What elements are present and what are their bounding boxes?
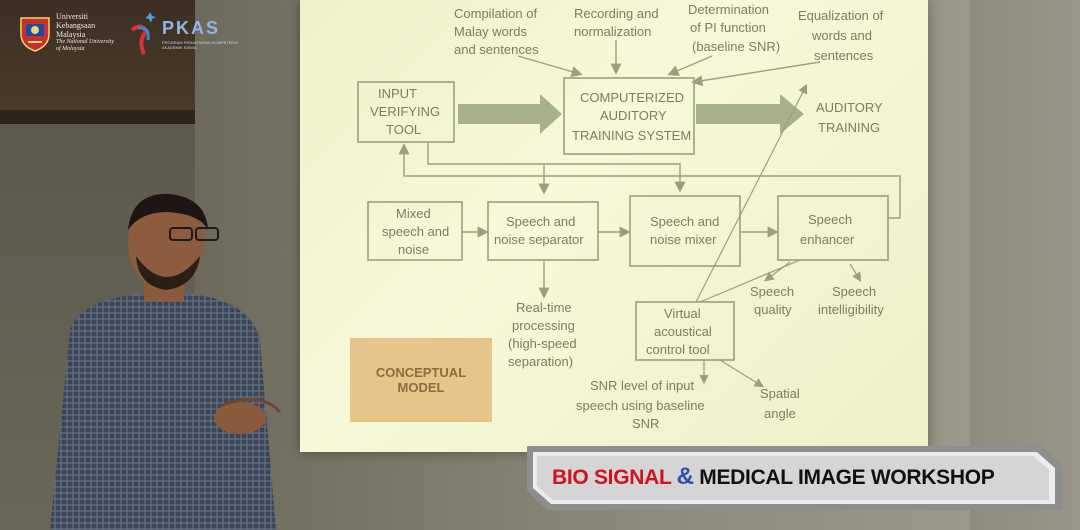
conceptual-label-2: MODEL xyxy=(397,380,445,395)
workshop-banner xyxy=(527,446,1063,510)
separator-1: Speech and xyxy=(506,214,575,229)
realtime-4: separation) xyxy=(508,354,573,369)
note-determination-3: (baseline SNR) xyxy=(692,39,780,54)
mixer-2: noise mixer xyxy=(650,232,717,247)
box-separator xyxy=(487,201,599,261)
pkas-name: PKAS xyxy=(162,18,221,38)
snr-1: SNR level of input xyxy=(590,378,694,393)
note-equalization-1: Equalization of xyxy=(798,8,884,23)
workshop-title: BIO SIGNAL & MEDICAL IMAGE WORKSHOP xyxy=(552,463,995,491)
computerized-2: AUDITORY xyxy=(600,108,667,123)
title-bio-signal: BIO SIGNAL xyxy=(552,466,672,489)
input-tool-1: INPUT xyxy=(378,86,417,101)
computerized-3: TRAINING SYSTEM xyxy=(572,128,691,143)
title-ampersand: & xyxy=(676,463,694,490)
enhancer-1: Speech xyxy=(808,212,852,227)
note-compilation-3: and sentences xyxy=(454,42,539,57)
realtime-3: (high-speed xyxy=(508,336,577,351)
ukm-line-3: Malaysia xyxy=(56,30,86,39)
intelligibility-1: Speech xyxy=(832,284,876,299)
arrow-to-training xyxy=(696,94,804,134)
note-recording-2: normalization xyxy=(574,24,651,39)
auditory-training-2: TRAINING xyxy=(818,120,880,135)
virtual-3: control tool xyxy=(646,342,710,357)
conceptual-model-box: CONCEPTUAL MODEL xyxy=(350,338,492,422)
virtual-1: Virtual xyxy=(664,306,701,321)
note-equalization-3: sentences xyxy=(814,48,874,63)
ukm-name: Universiti Kebangsaan Malaysia The Natio… xyxy=(56,12,114,53)
input-tool-3: TOOL xyxy=(386,122,421,137)
wood-trim xyxy=(0,110,195,124)
pkas-mark-icon xyxy=(130,12,156,55)
snr-2: speech using baseline xyxy=(576,398,705,413)
conceptual-label-1: CONCEPTUAL xyxy=(375,365,467,380)
spatial-1: Spatial xyxy=(760,386,800,401)
quality-2: quality xyxy=(754,302,792,317)
box-virtual xyxy=(635,301,735,361)
box-mixed xyxy=(367,201,463,261)
ukm-crest-icon xyxy=(20,17,50,52)
note-compilation-2: Malay words xyxy=(454,24,527,39)
snr-3: SNR xyxy=(632,416,659,431)
note-recording-1: Recording and xyxy=(574,6,659,21)
conceptual-diagram: Compilation of Malay words and sentences… xyxy=(357,2,901,431)
logo-bar: Universiti Kebangsaan Malaysia The Natio… xyxy=(12,8,242,64)
mixed-3: noise xyxy=(398,242,429,257)
ukm-line-1: Universiti xyxy=(56,12,88,21)
arrow-to-system xyxy=(458,94,562,134)
ukm-subtitle-2: of Malaysia xyxy=(56,46,85,52)
box-enhancer xyxy=(777,195,889,261)
mixed-1: Mixed xyxy=(396,206,431,221)
right-wall xyxy=(970,0,1080,530)
note-equalization-2: words and xyxy=(811,28,872,43)
intelligibility-2: intelligibility xyxy=(818,302,884,317)
spatial-2: angle xyxy=(764,406,796,421)
note-determination-1: Determination xyxy=(688,2,769,17)
box-mixer xyxy=(629,195,741,267)
mixer-1: Speech and xyxy=(650,214,719,229)
note-determination-2: of PI function xyxy=(690,20,766,35)
separator-2: noise separator xyxy=(494,232,584,247)
quality-1: Speech xyxy=(750,284,794,299)
mixed-2: speech and xyxy=(382,224,449,239)
enhancer-2: enhancer xyxy=(800,232,855,247)
realtime-2: processing xyxy=(512,318,575,333)
note-compilation-1: Compilation of xyxy=(454,6,537,21)
input-tool-2: VERIFYING xyxy=(370,104,440,119)
title-medical-image: MEDICAL IMAGE WORKSHOP xyxy=(699,466,995,489)
auditory-training-1: AUDITORY xyxy=(816,100,883,115)
computerized-1: COMPUTERIZED xyxy=(580,90,684,105)
ukm-line-2: Kebangsaan xyxy=(56,21,96,30)
box-input-tool xyxy=(357,81,455,143)
pkas-subtitle: PROGRAM PEMANTAPAN KOMPETENSI AKADEMIK S… xyxy=(162,40,239,50)
presenter xyxy=(50,193,282,530)
realtime-1: Real-time xyxy=(516,300,572,315)
box-computerized xyxy=(563,77,695,155)
ukm-subtitle-1: The National University xyxy=(56,39,114,45)
virtual-2: acoustical xyxy=(654,324,712,339)
